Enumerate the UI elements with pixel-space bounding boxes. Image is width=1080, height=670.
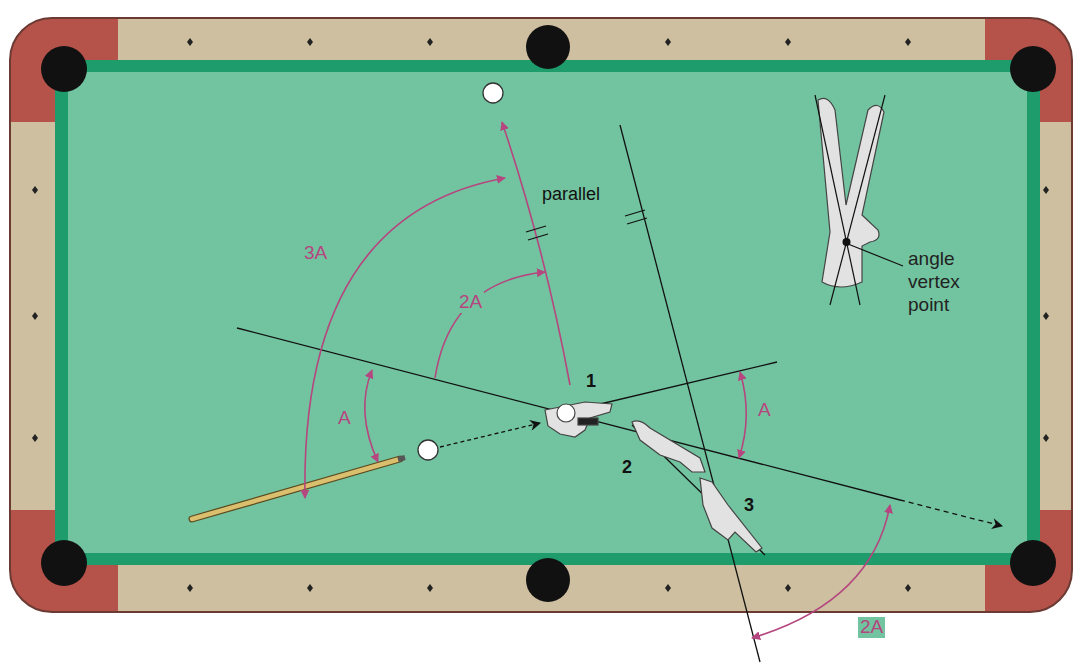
- callout-number: 2: [620, 458, 634, 478]
- angle-label: 2A: [457, 292, 484, 313]
- cushion: [55, 60, 1040, 565]
- vertex-lines: [815, 95, 903, 305]
- angle-arcs: [305, 122, 890, 638]
- bridge-hands: [545, 98, 884, 552]
- callout-note: angle vertex point: [906, 248, 980, 316]
- felt: [68, 72, 1027, 553]
- angle-label: 3A: [302, 243, 329, 264]
- vertex-dot: [843, 238, 851, 246]
- angle-label: A: [756, 400, 773, 421]
- balls: [418, 83, 503, 460]
- angle-label: 2A: [858, 617, 885, 638]
- callout-number: 3: [742, 496, 756, 516]
- parallel-ticks: [526, 226, 548, 240]
- table-frame: [10, 18, 1072, 612]
- cue-stick: [192, 458, 405, 520]
- aim-lines: [237, 125, 1002, 662]
- pockets: [41, 25, 1056, 602]
- angle-label: A: [336, 408, 353, 429]
- table-rails: [11, 19, 1071, 611]
- callout-number: 1: [584, 372, 598, 392]
- rail-diamonds: [32, 38, 1049, 592]
- line-note: parallel: [540, 185, 602, 205]
